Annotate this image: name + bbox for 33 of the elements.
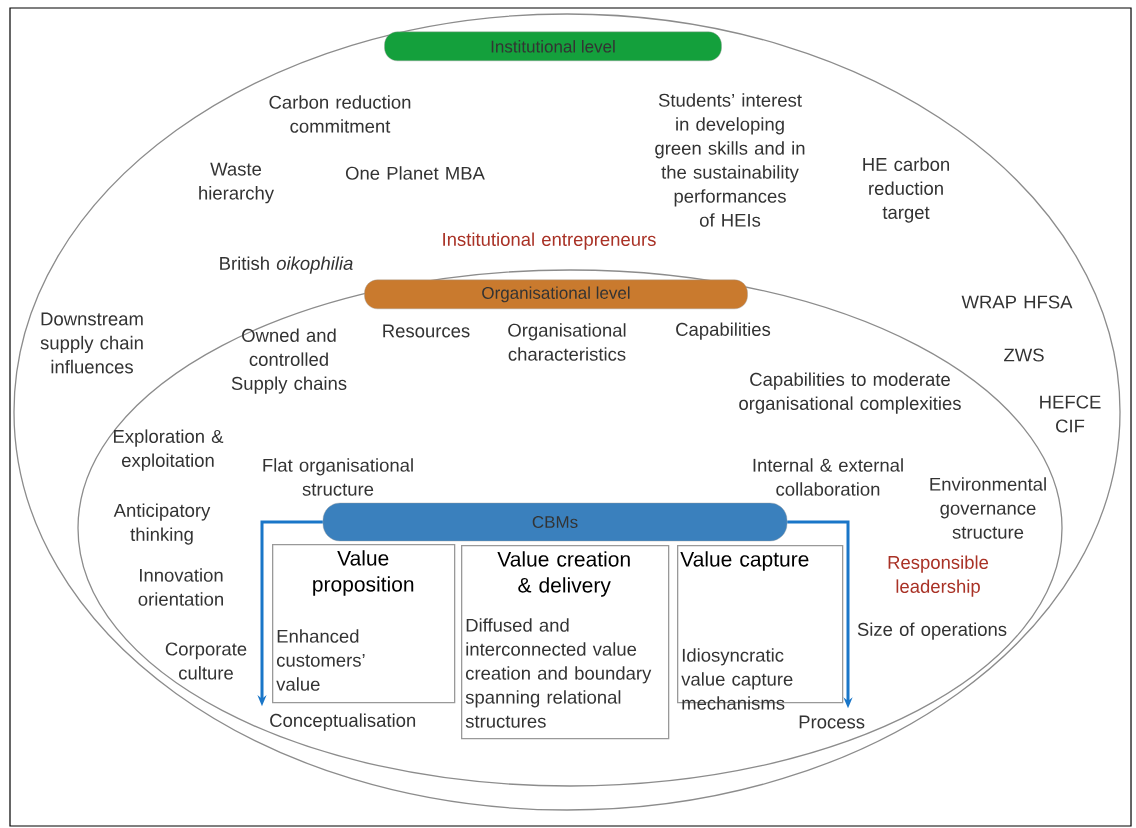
factor-label: Organisational characteristics [508,323,626,361]
cbm-bar: CBMs [322,502,788,542]
factor-label: Capabilities [676,322,771,340]
level-banner: Institutional level [384,31,722,62]
factor-label: Resources [383,324,470,338]
factor-label: Innovation orientation [138,568,223,606]
factor-label: Exploration & exploitation [114,429,224,471]
level-banner: Organisational level [364,279,748,310]
factor-label: Environmental governance structure [930,477,1046,539]
factor-label: British oikophilia [220,256,353,274]
factor-label: Anticipatory thinking [113,503,211,545]
factor-label: Capabilities to moderate organisational complexities [739,372,961,414]
factor-label: Waste hierarchy [199,162,274,204]
factor-label: One Planet MBA [345,166,485,180]
factor-label: Flat organisational structure [263,458,413,496]
factor-label: Corporate culture [165,642,247,680]
factor-label: Responsible leadership [888,555,989,597]
factor-label: Institutional entrepreneurs [443,232,656,250]
factor-label: Owned and controlled Supply chains [231,328,347,394]
value-box: Value capture Idiosyncratic value capture mechanisms [677,545,844,710]
stage-label: Process [799,715,865,729]
factor-label: Size of operations [857,622,1007,640]
factor-label: Students’ interest in developing green skills and in the sustainability performances of HEIs [655,93,805,227]
factor-label: Carbon reduction commitment [269,95,411,133]
factor-label: Downstream supply chain influences [40,312,143,374]
factor-label: ZWS [1004,348,1044,362]
stage-label: Conceptualisation [270,713,416,731]
value-box: Value creation & delivery Diffused and interconnected value creation and boundary spanning relational structures [461,545,670,740]
factor-label: WRAP HFSA [961,295,1073,309]
factor-label: HE carbon reduction target [863,157,949,223]
value-box: Value proposition Enhanced customers’ value [272,544,456,704]
factor-label: HEFCE CIF [1040,395,1101,433]
factor-label: Internal & external collaboration [753,458,903,496]
